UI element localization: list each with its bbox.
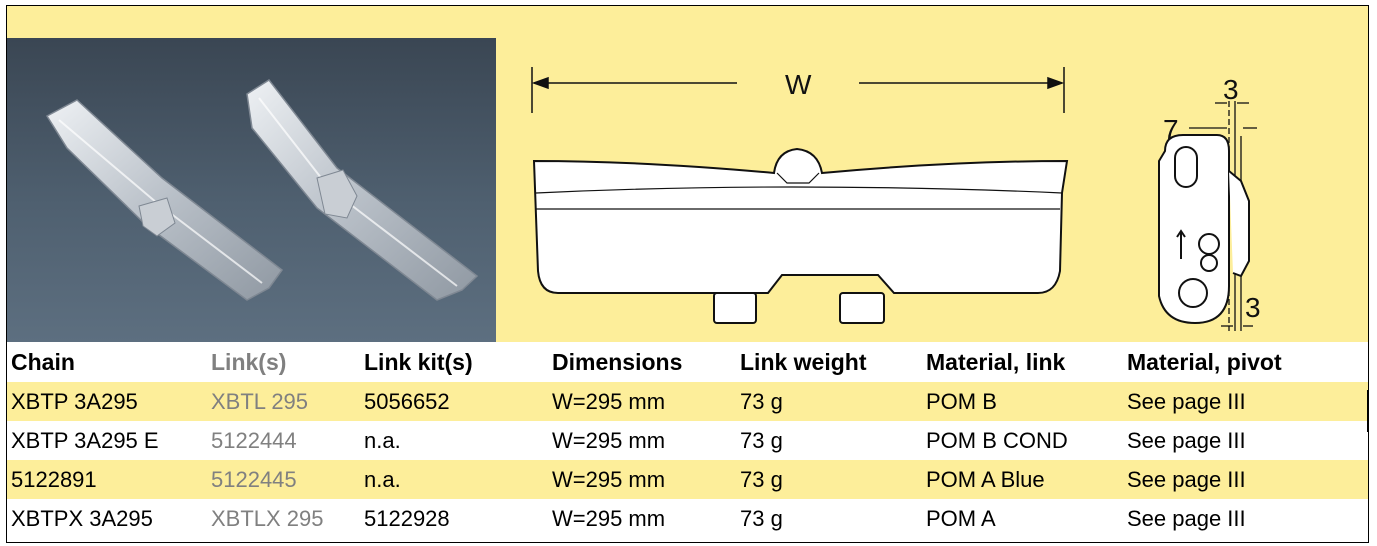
table-row: XBTP 3A295 E 5122444 n.a. W=295 mm 73 g … [7, 421, 1368, 460]
column-header-chain: Chain [7, 342, 207, 382]
cell-weight: 73 g [736, 382, 922, 421]
cell-material-link: POM B COND [926, 427, 1068, 453]
product-photo [7, 38, 496, 342]
cell-chain: 5122891 [7, 460, 207, 499]
column-header-link-kits: Link kit(s) [360, 342, 548, 382]
cell-link: 5122445 [207, 460, 360, 499]
column-header-links: Link(s) [207, 342, 360, 382]
cell-link: XBTLX 295 [211, 505, 324, 531]
cell-dimensions: W=295 mm [548, 460, 736, 499]
cell-material-pivot: See page III [1123, 460, 1368, 499]
link-right-image [246, 78, 479, 301]
side-left-dimension-label: 7 [1163, 114, 1179, 145]
cell-link-kit: n.a. [364, 427, 401, 453]
cell-link-kit: 5056652 [360, 382, 548, 421]
cell-material-pivot: See page III [1127, 427, 1246, 453]
cell-dimensions: W=295 mm [548, 382, 736, 421]
cell-dimensions: W=295 mm [552, 505, 666, 531]
cell-material-pivot: See page III [1127, 505, 1246, 531]
cell-weight: 73 g [736, 460, 922, 499]
column-header-material-link: Material, link [922, 342, 1123, 382]
cell-weight: 73 g [740, 505, 783, 531]
column-header-material-pivot: Material, pivot [1123, 342, 1368, 382]
column-header-dimensions: Dimensions [548, 342, 736, 382]
table-row: XBTPX 3A295 XBTLX 295 5122928 W=295 mm 7… [7, 499, 1368, 538]
side-view-drawing: 3 7 3 [1137, 61, 1277, 336]
cell-chain: XBTP 3A295 [7, 382, 207, 421]
side-bottom-dimension-label: 3 [1245, 292, 1261, 323]
cell-dimensions: W=295 mm [552, 427, 666, 453]
cell-material-pivot: See page III [1123, 382, 1368, 421]
side-top-dimension-label: 3 [1223, 74, 1239, 105]
cell-link-kit: 5122928 [364, 505, 450, 531]
cell-weight: 73 g [740, 427, 783, 453]
front-view-drawing: W [522, 61, 1082, 336]
page-edge-marker [1367, 390, 1369, 432]
column-header-link-weight: Link weight [736, 342, 922, 382]
cell-link: XBTL 295 [207, 382, 360, 421]
cell-link: 5122444 [211, 427, 297, 453]
cell-material-link: POM A Blue [922, 460, 1123, 499]
cell-material-link: POM B [922, 382, 1123, 421]
cell-chain: XBTPX 3A295 [11, 505, 153, 531]
product-sheet: W [6, 5, 1369, 543]
table-header-row: Chain Link(s) Link kit(s) Dimensions Lin… [7, 342, 1368, 382]
specification-table: Chain Link(s) Link kit(s) Dimensions Lin… [7, 342, 1368, 538]
cell-material-link: POM A [926, 505, 996, 531]
link-left-image [45, 99, 284, 301]
table-row: 5122891 5122445 n.a. W=295 mm 73 g POM A… [7, 460, 1368, 499]
table-row: XBTP 3A295 XBTL 295 5056652 W=295 mm 73 … [7, 382, 1368, 421]
width-dimension-label: W [785, 69, 812, 100]
cell-link-kit: n.a. [360, 460, 548, 499]
cell-chain: XBTP 3A295 E [11, 427, 159, 453]
